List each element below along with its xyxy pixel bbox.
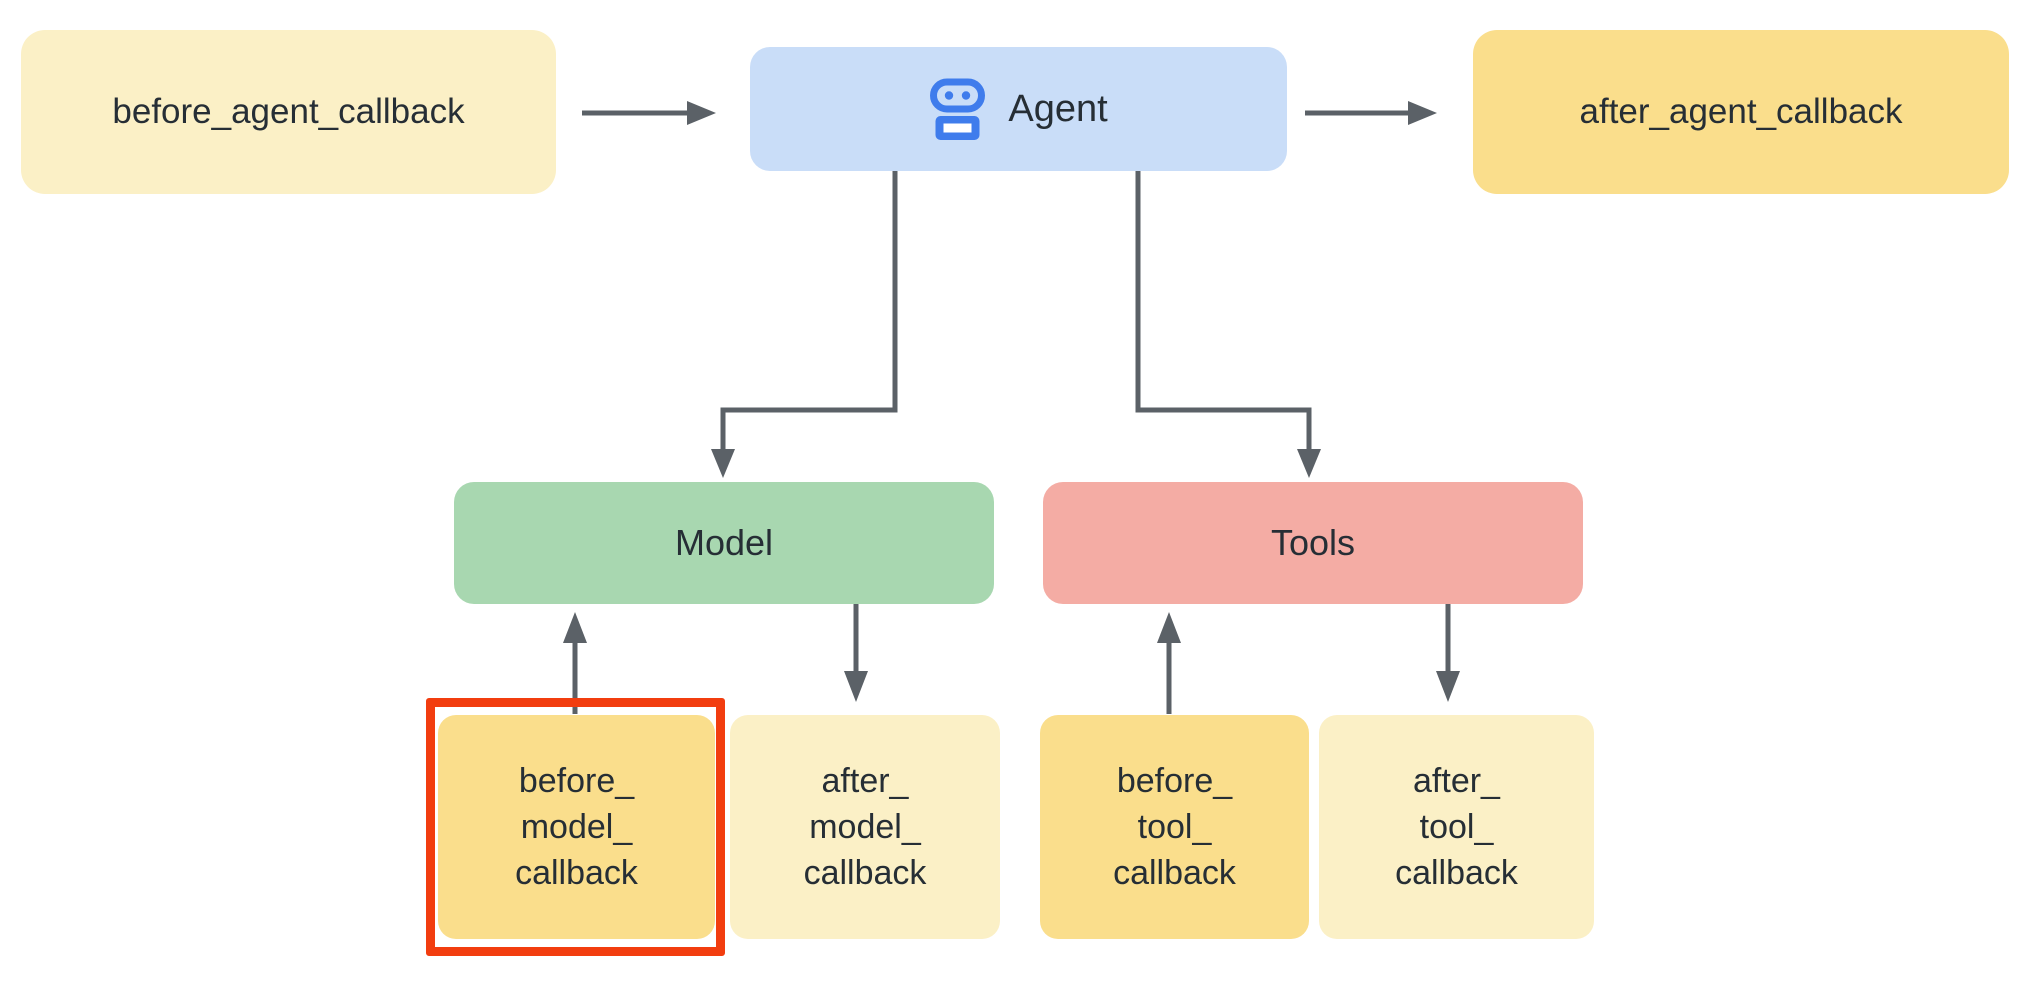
connector-agent-to-tools bbox=[1135, 171, 1321, 478]
robot-icon bbox=[930, 78, 986, 140]
node-tools: Tools bbox=[1043, 482, 1583, 604]
node-label: Tools bbox=[1270, 522, 1356, 563]
arrow-tools-to-after-tool bbox=[1436, 604, 1460, 702]
node-label: Model bbox=[674, 522, 774, 563]
node-before-tool-callback: before_ tool_ callback bbox=[1040, 715, 1309, 939]
arrow-model-to-after-model bbox=[844, 604, 868, 702]
arrow-agent-to-after-agent bbox=[1305, 101, 1437, 125]
node-label: after_ tool_ callback bbox=[1395, 762, 1518, 892]
node-after-model-callback: after_ model_ callback bbox=[730, 715, 1000, 939]
highlight-box bbox=[426, 698, 725, 956]
node-before-model-callback: before_ model_ callback bbox=[438, 715, 715, 939]
arrow-before-agent-to-agent bbox=[582, 101, 716, 125]
node-label: before_agent_callback bbox=[112, 92, 465, 131]
connector-agent-to-model bbox=[711, 171, 898, 478]
node-agent: Agent bbox=[750, 47, 1287, 171]
node-label: after_ model_ callback bbox=[803, 762, 927, 892]
node-model: Model bbox=[454, 482, 994, 604]
node-after-tool-callback: after_ tool_ callback bbox=[1319, 715, 1594, 939]
node-label: after_agent_callback bbox=[1579, 92, 1903, 131]
node-before-agent-callback: before_agent_callback bbox=[21, 30, 556, 194]
node-after-agent-callback: after_agent_callback bbox=[1473, 30, 2009, 194]
node-label: before_ model_ callback bbox=[515, 762, 638, 892]
arrow-before-tool-to-tools bbox=[1157, 612, 1181, 714]
node-label: before_ tool_ callback bbox=[1113, 762, 1236, 892]
node-label: Agent bbox=[1008, 87, 1108, 130]
